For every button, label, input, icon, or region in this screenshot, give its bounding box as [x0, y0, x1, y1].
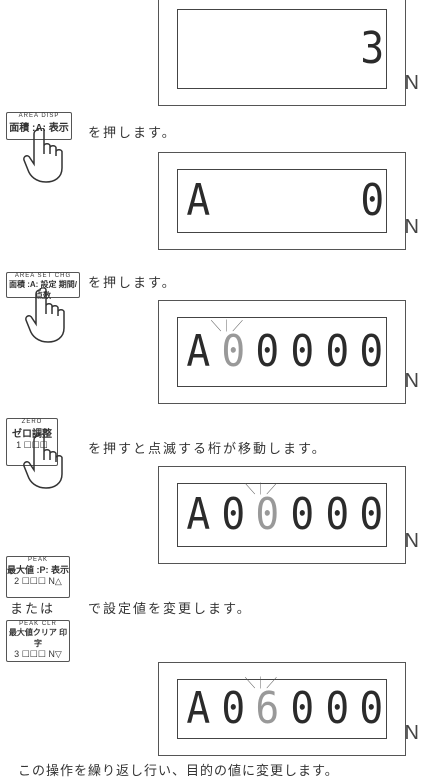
unit-label: N: [404, 370, 419, 392]
display-1: 3 N: [158, 0, 419, 106]
display-digit: 0: [359, 683, 386, 734]
blinking-digit: 0: [210, 304, 247, 374]
display-3: A 0 0 0 0 0 N: [158, 300, 419, 404]
caption-or: または: [10, 602, 56, 617]
caption-press-2: を押します。: [88, 276, 177, 291]
area-set-key[interactable]: AREA SET CHG 面積 :A: 設定 期間/点数: [6, 272, 80, 300]
pointing-hand-icon: [23, 128, 63, 183]
display-letter: A: [186, 175, 213, 226]
display-digit: 0: [359, 489, 386, 540]
display-letter: A: [186, 683, 213, 734]
unit-label: N: [404, 530, 419, 552]
peak-clear-key[interactable]: PEAK CLR 最大値クリア 印字 3 ☐☐☐ N▽: [6, 620, 70, 662]
unit-label: N: [404, 216, 419, 238]
display-5: A 0 6 0 0 0 N: [158, 661, 419, 756]
display-digit: 0: [325, 683, 351, 734]
pointing-hand-icon: [23, 434, 63, 489]
display-digit: 0: [290, 489, 317, 540]
display-digit: 0: [325, 489, 351, 540]
caption-footer: この操作を繰り返し行い、目的の値に変更します。: [18, 764, 339, 779]
display-digit: 0: [359, 175, 386, 226]
blinking-digit: 6: [245, 661, 282, 731]
display-4: A 0 0 0 0 0 N: [158, 466, 419, 564]
display-digit: 3: [359, 23, 386, 74]
display-letter: A: [186, 326, 213, 377]
display-digit: 0: [221, 489, 247, 540]
pointing-hand-icon: [25, 288, 65, 343]
display-digit: 0: [290, 683, 317, 734]
display-2: A 0 N: [158, 152, 419, 250]
caption-press-3: を押すと点滅する桁が移動します。: [88, 442, 327, 457]
display-digit: 0: [325, 326, 351, 377]
caption-press-1: を押します。: [88, 126, 177, 141]
peak-key[interactable]: PEAK 最大値 :P: 表示 2 ☐☐☐ N△: [6, 556, 70, 598]
display-letter: A: [186, 489, 213, 540]
display-digit: 0: [221, 683, 247, 734]
caption-change: で設定値を変更します。: [88, 602, 252, 617]
display-digit: 0: [290, 326, 317, 377]
display-digit: 0: [359, 326, 386, 377]
unit-label: N: [404, 72, 419, 94]
display-digit: 0: [255, 326, 282, 377]
unit-label: N: [404, 722, 419, 744]
blinking-digit: 0: [245, 467, 282, 537]
